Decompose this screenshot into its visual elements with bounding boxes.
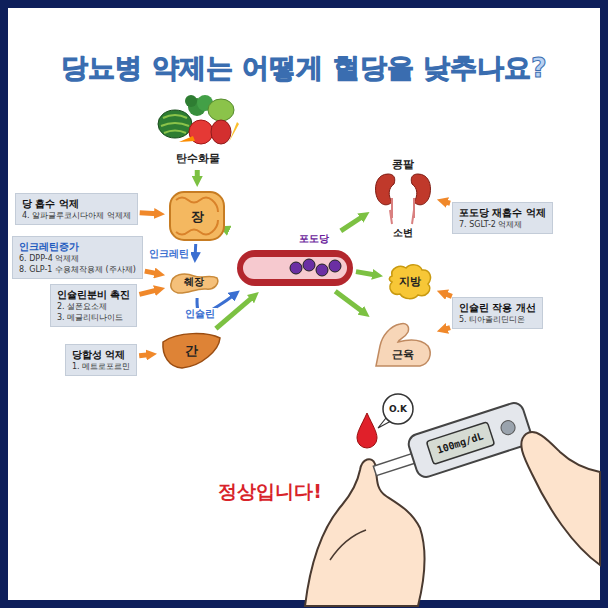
test-strip xyxy=(373,453,416,475)
edge-label: 인슐린 xyxy=(183,308,217,320)
flow-arrow xyxy=(335,291,363,312)
result-text: 정상입니다! xyxy=(218,479,322,505)
drug-name: 3. 메글리티나이드 xyxy=(57,312,130,323)
meter-button xyxy=(499,419,517,437)
organ-label: 췌장 xyxy=(184,275,204,288)
flow-arrow xyxy=(444,328,450,330)
organ-label: 간 xyxy=(185,344,198,357)
meter-body xyxy=(406,401,534,480)
flow-arrow xyxy=(226,227,228,233)
blood-vessel: 포도당 xyxy=(236,232,354,290)
pancreas: 췌장 xyxy=(168,266,220,296)
flow-arrow xyxy=(139,290,157,294)
drug-heading: 당합성 억제 xyxy=(72,348,130,361)
finger-line xyxy=(330,530,366,560)
drug-heading: 당 흡수 억제 xyxy=(22,197,131,210)
drug-box: 포도당 재흡수 억제7. SGLT-2 억제제 xyxy=(452,202,553,234)
drug-heading: 인슐린 작용 개선 xyxy=(459,301,536,314)
drug-name: 2. 설폰요소제 xyxy=(57,301,130,312)
urine-label: 소변 xyxy=(393,226,413,240)
drug-box: 당 흡수 억제4. 알파글루코시다아제 억제제 xyxy=(15,193,138,225)
speech-bubble xyxy=(383,394,413,424)
flow-arrow xyxy=(444,202,450,204)
flow-arrow xyxy=(194,244,198,255)
intestine: 장 xyxy=(168,190,226,242)
drug-box: 당합성 억제1. 메트로포르민 xyxy=(65,344,137,376)
meter-reading: 100mg/dL xyxy=(435,430,484,455)
drug-name: 7. SGLT-2 억제제 xyxy=(459,219,546,230)
organ-label: 근육 xyxy=(392,348,414,361)
organ-label: 지방 xyxy=(399,275,421,288)
edge-label: 인크레틴 xyxy=(147,248,191,260)
drug-name: 4. 알파글루코시다아제 억제제 xyxy=(22,210,131,221)
drug-name: 8. GLP-1 수용체작용제 (주사제) xyxy=(19,264,136,275)
kidney: 콩팥 xyxy=(372,158,434,222)
flow-arrow xyxy=(195,170,200,179)
blood-vessel-shape xyxy=(236,246,354,290)
drug-box: 인슐린 작용 개선5. 티아졸리딘디온 xyxy=(452,297,543,329)
flow-arrow xyxy=(356,272,375,275)
flow-arrow xyxy=(140,213,158,214)
blood-drop xyxy=(357,413,377,448)
flow-arrow xyxy=(216,297,253,329)
organ-label: 탄수화물 xyxy=(176,152,220,165)
muscle: 근육 xyxy=(372,316,434,368)
carbohydrate-foods: 탄수화물 xyxy=(155,92,240,168)
drug-box: 인크레틴증가6. DPP-4 억제제8. GLP-1 수용체작용제 (주사제) xyxy=(12,236,143,279)
carbohydrate-foods-shape xyxy=(155,92,240,148)
flow-arrow xyxy=(341,216,363,231)
drug-name: 6. DPP-4 억제제 xyxy=(19,253,136,264)
fat: 지방 xyxy=(386,262,434,300)
page-title: 당뇨병 약제는 어떻게 혈당을 낮추나요? xyxy=(8,50,600,86)
drug-heading: 포도당 재흡수 억제 xyxy=(459,206,546,219)
flow-arrow xyxy=(444,293,452,296)
drug-box: 인슐린분비 촉진2. 설폰요소제3. 메글리티나이드 xyxy=(50,284,137,327)
flow-arrow xyxy=(145,271,158,274)
organ-label: 포도당 xyxy=(299,232,329,245)
meter-screen xyxy=(426,422,494,465)
flow-arrow xyxy=(139,355,149,356)
drug-name: 5. 티아졸리딘디온 xyxy=(459,314,536,325)
drug-name: 1. 메트로포르민 xyxy=(72,361,130,372)
drug-heading: 인슐린분비 촉진 xyxy=(57,288,130,301)
liver: 간 xyxy=(160,330,222,370)
ok-bubble-text: O.K xyxy=(389,404,407,414)
organ-label: 콩팥 xyxy=(392,158,414,171)
left-hand xyxy=(305,459,424,606)
ureter-lines xyxy=(390,210,414,224)
kidney-shape xyxy=(372,172,434,222)
right-hand xyxy=(521,432,600,565)
organ-label: 장 xyxy=(191,210,204,223)
drug-heading: 인크레틴증가 xyxy=(19,240,136,253)
